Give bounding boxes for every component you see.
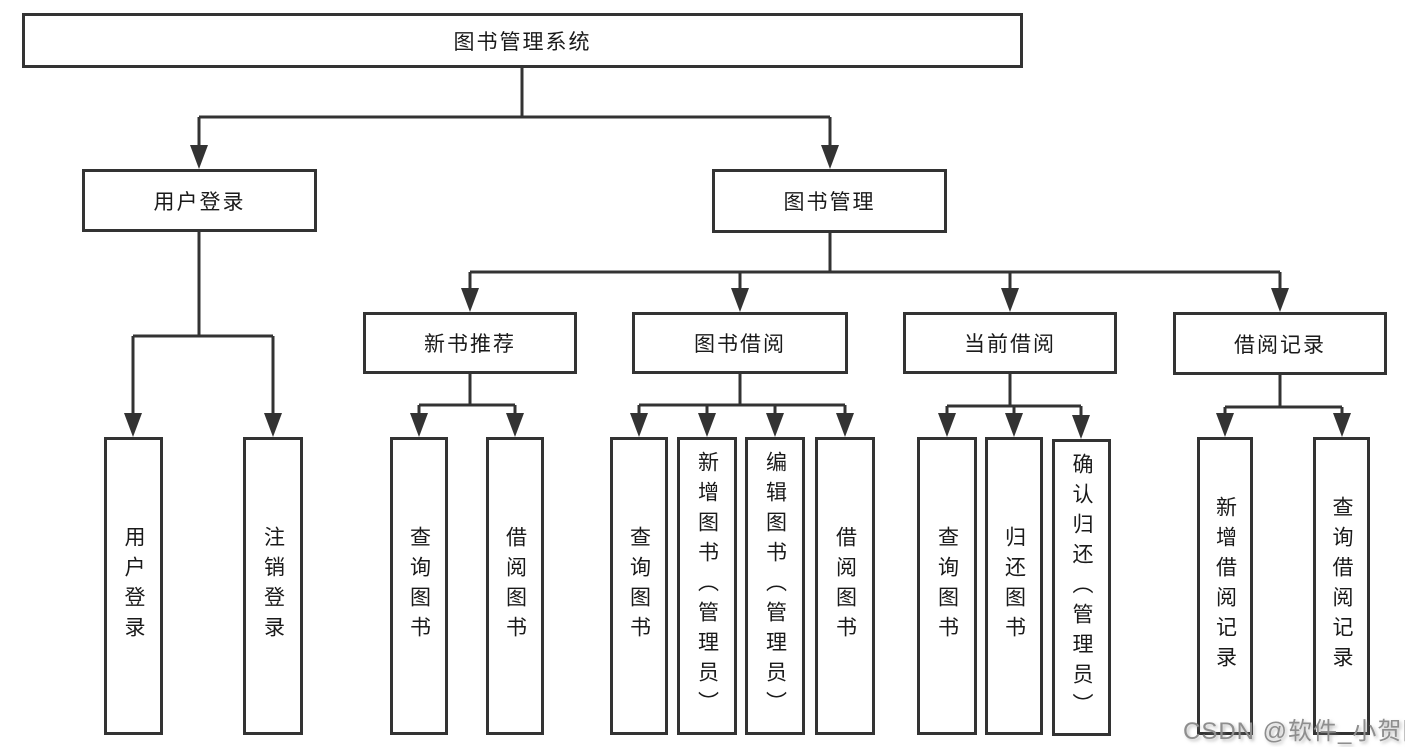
node-user-login: 用户登录 — [82, 169, 317, 232]
node-book-borrowing-label: 图书借阅 — [694, 333, 786, 356]
node-user-login-label: 用户登录 — [153, 190, 246, 214]
connector-borrow-records-to-leaves — [1223, 374, 1344, 418]
arrowhead — [124, 413, 142, 437]
arrowhead — [264, 413, 282, 437]
arrowhead — [461, 288, 479, 312]
leaf-query-borrow-record: 查询借阅记录 — [1313, 437, 1370, 735]
connector-current-borrow-to-leaves — [945, 374, 1083, 420]
arrowheads — [124, 145, 1351, 439]
node-new-book-recommend-label: 新书推荐 — [424, 333, 516, 356]
leaf-user-login: 用户登录 — [104, 437, 163, 735]
node-book-management-label: 图书管理 — [783, 191, 876, 214]
arrowhead — [1001, 288, 1019, 312]
leaf-edit-book-admin-label: 编辑图书（管理员） — [763, 451, 787, 721]
leaf-logout-label: 注销登录 — [261, 526, 285, 646]
node-new-book-recommend: 新书推荐 — [363, 312, 577, 374]
leaf-borrow-book-label: 借阅图书 — [833, 526, 857, 646]
arrowhead — [1333, 413, 1351, 437]
leaf-add-book-admin-label: 新增图书（管理员） — [695, 451, 719, 721]
connector-book-mgmt-to-level3 — [468, 233, 1282, 293]
node-current-borrowing: 当前借阅 — [903, 312, 1117, 374]
arrowhead — [938, 413, 956, 437]
node-borrowing-records-label: 借阅记录 — [1234, 333, 1326, 357]
leaf-query-borrow-record-label: 查询借阅记录 — [1330, 496, 1353, 676]
arrowhead — [836, 413, 854, 437]
leaf-return-book: 归还图书 — [985, 437, 1043, 735]
leaf-query-book-current: 查询图书 — [917, 437, 977, 735]
leaf-confirm-return-admin: 确认归还（管理员） — [1052, 439, 1111, 736]
node-current-borrowing-label: 当前借阅 — [964, 333, 1056, 356]
node-borrowing-records: 借阅记录 — [1173, 312, 1387, 375]
arrowhead — [1271, 288, 1289, 312]
arrowhead — [1005, 413, 1023, 437]
csdn-watermark: CSDN @软件_小贺同学 — [1183, 718, 1405, 745]
leaf-confirm-return-admin-label: 确认归还（管理员） — [1070, 452, 1093, 723]
leaf-add-borrow-record-label: 新增借阅记录 — [1213, 496, 1237, 676]
leaf-query-book-recommend-label: 查询图书 — [407, 526, 431, 646]
leaf-borrow-book-recommend-label: 借阅图书 — [503, 526, 527, 646]
connector-book-borrow-to-leaves — [637, 374, 847, 418]
arrowhead — [1216, 413, 1234, 437]
node-book-borrowing: 图书借阅 — [632, 312, 848, 374]
arrowhead — [698, 413, 716, 437]
arrowhead — [506, 413, 524, 437]
arrowhead — [766, 413, 784, 437]
leaf-query-book-current-label: 查询图书 — [935, 526, 959, 646]
leaf-add-book-admin: 新增图书（管理员） — [677, 437, 737, 735]
leaf-borrow-book: 借阅图书 — [815, 437, 875, 735]
arrowhead — [190, 145, 208, 169]
arrowhead — [821, 145, 839, 169]
arrowhead — [731, 288, 749, 312]
leaf-query-book-borrowing-label: 查询图书 — [627, 526, 651, 646]
connector-root-to-level2 — [197, 68, 832, 150]
leaf-return-book-label: 归还图书 — [1002, 526, 1026, 646]
leaf-query-book-borrowing: 查询图书 — [610, 437, 668, 735]
leaf-logout: 注销登录 — [243, 437, 303, 735]
arrowhead — [410, 413, 428, 437]
leaf-edit-book-admin: 编辑图书（管理员） — [745, 437, 805, 735]
connector-user-login-to-leaves — [131, 232, 275, 418]
connector-new-book-rec-to-leaves — [417, 374, 517, 418]
node-root-label: 图书管理系统 — [453, 30, 592, 54]
leaf-query-book-recommend: 查询图书 — [390, 437, 448, 735]
leaf-borrow-book-recommend: 借阅图书 — [486, 437, 544, 735]
leaf-user-login-label: 用户登录 — [122, 526, 145, 646]
node-book-management: 图书管理 — [712, 169, 947, 233]
node-root: 图书管理系统 — [22, 13, 1023, 68]
leaf-add-borrow-record: 新增借阅记录 — [1197, 437, 1253, 735]
arrowhead — [1072, 415, 1090, 439]
arrowhead — [630, 413, 648, 437]
